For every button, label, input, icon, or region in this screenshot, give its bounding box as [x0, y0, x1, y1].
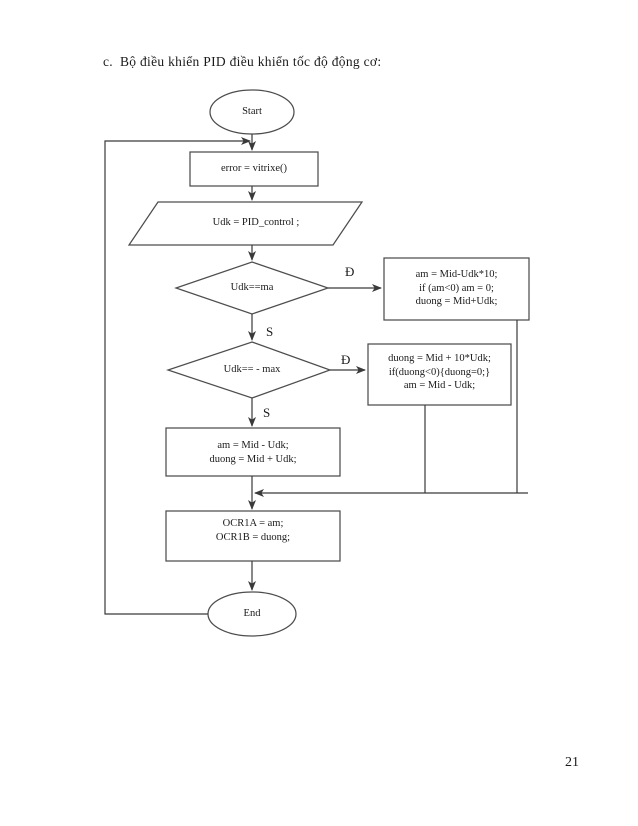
heading-text: Bộ điều khiển PID điều khiển tốc độ động…: [119, 54, 382, 69]
branch-label-max-true: Đ: [345, 264, 355, 279]
node-decision-max-shape: [174, 261, 330, 315]
node-output-pwm-shape: [165, 510, 341, 562]
node-branch-max-true-shape: [383, 257, 530, 321]
node-start-shape: [209, 89, 295, 135]
branch-label-neg-max-false: S: [263, 405, 271, 420]
node-pid-control-shape: [127, 201, 364, 246]
branch-label-max-false: S: [266, 324, 274, 339]
page-number: 21: [565, 755, 579, 770]
node-branch-neg-max-true-shape: [367, 343, 512, 406]
node-read-error-shape: [189, 151, 319, 187]
node-default-assign-shape: [165, 427, 341, 477]
node-decision-neg-max-shape: [166, 341, 332, 399]
node-end-shape: [207, 591, 297, 637]
heading-marker: c.: [103, 54, 113, 69]
branch-label-neg-max-true: Đ: [341, 352, 351, 367]
page-heading: c. Bộ điều khiển PID điều khiển tốc độ độ…: [103, 54, 381, 70]
edge-feedback-loop: [104, 137, 251, 615]
